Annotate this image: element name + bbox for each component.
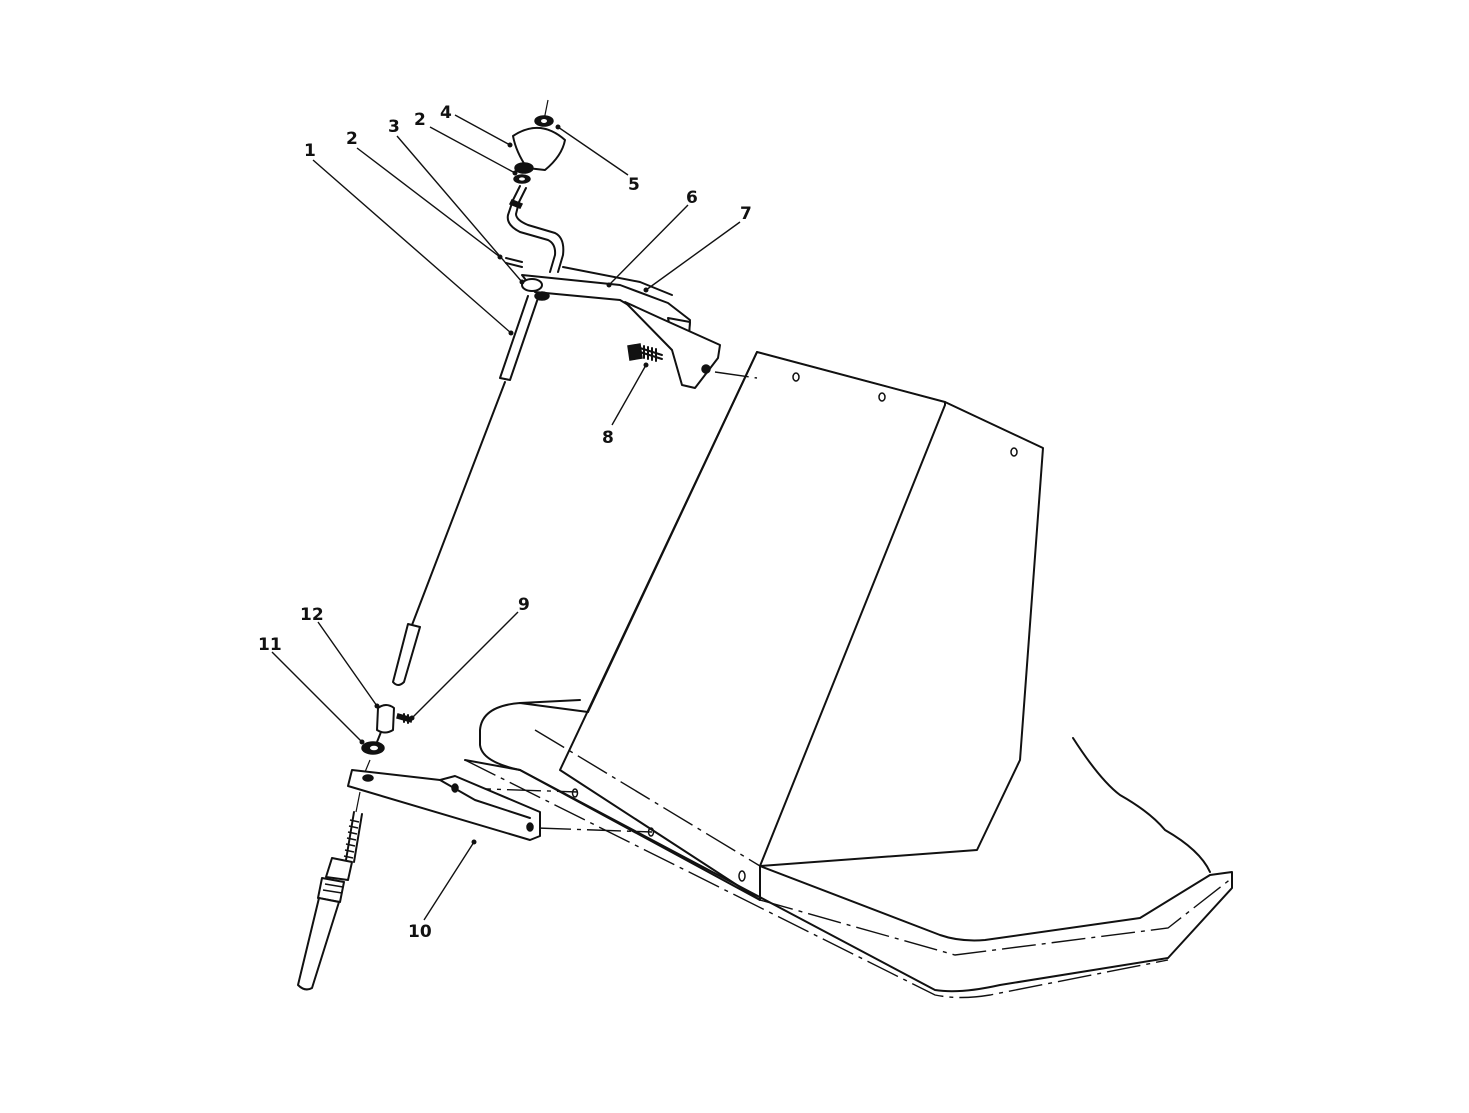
- panel-top-phantom: [944, 401, 1044, 449]
- knob-body: [512, 127, 566, 171]
- leader-3: [396, 135, 523, 283]
- base-hole-2: [647, 827, 655, 837]
- coupler-12: [376, 704, 395, 734]
- base-right-curve: [1072, 737, 1211, 873]
- knob-nut-hole: [541, 119, 547, 123]
- leader-7: [645, 221, 741, 291]
- spindle-thread-lines: [343, 819, 360, 859]
- base-mid-phantom: [759, 877, 1233, 956]
- base-top-edge: [519, 699, 581, 704]
- shift-lever: [506, 185, 565, 273]
- bolt-8-thread: [639, 345, 663, 362]
- lower-bracket-line-2: [536, 827, 653, 833]
- base-left-curve: [479, 702, 761, 901]
- bracket-to-panel-line: [714, 371, 758, 379]
- housing-panel: [456, 351, 1233, 999]
- panel-left-edge: [587, 351, 758, 713]
- bracket-7-top-edge: [562, 266, 673, 296]
- callout-12: 12: [300, 605, 324, 625]
- base-bottom-phantom: [464, 759, 1169, 999]
- leader-4: [454, 114, 511, 146]
- callout-1: 1: [304, 141, 316, 161]
- bolt-8: [627, 343, 663, 362]
- knob-washer-bottom: [514, 162, 534, 174]
- panel-outline: [559, 351, 1044, 901]
- bracket-10-hole-2: [451, 783, 459, 793]
- lower-spindle: [297, 791, 363, 991]
- leader-2b: [429, 126, 516, 174]
- base-inner-phantom: [534, 729, 761, 867]
- panel-hole-3: [1010, 447, 1018, 457]
- pin-3-shape: [505, 257, 523, 268]
- callout-5: 5: [628, 175, 640, 195]
- leader-5: [557, 126, 629, 176]
- leader-8: [611, 364, 647, 426]
- panel-hole-1: [792, 372, 800, 382]
- panel-upper-phantom: [756, 351, 946, 403]
- bracket-10-body: [347, 769, 541, 841]
- spindle-centerline: [355, 791, 361, 813]
- shaft-1: [392, 295, 539, 686]
- lever-collar: [508, 199, 524, 209]
- knob-assembly: [512, 99, 566, 184]
- coupler-assembly: [361, 704, 413, 773]
- callout-6: 6: [686, 188, 698, 208]
- leader-11: [271, 651, 363, 743]
- leader-6: [608, 204, 689, 286]
- pin-9-thread: [403, 713, 409, 724]
- spindle-collar: [325, 857, 353, 881]
- spindle-thread-outline: [345, 811, 363, 863]
- lever-rod-left: [506, 185, 557, 273]
- upper-bracket: [521, 266, 721, 389]
- shaft-1-extension: [411, 381, 506, 626]
- callout-2b: 2: [414, 110, 426, 130]
- spindle-ferrule-lines: [322, 883, 344, 894]
- base-hole-1: [571, 788, 579, 798]
- nut-11-hole: [370, 745, 378, 751]
- leader-2a: [356, 147, 501, 258]
- panel-hole-4: [738, 870, 746, 882]
- lever-rod-right: [515, 187, 565, 273]
- callout-2a: 2: [346, 129, 358, 149]
- lower-bracket-10: [347, 769, 541, 841]
- callout-7: 7: [740, 204, 752, 224]
- nut-centerline: [364, 759, 371, 773]
- callout-9: 9: [518, 595, 530, 615]
- panel-hole-2: [878, 392, 886, 402]
- callout-3: 3: [388, 117, 400, 137]
- clevis-pin-3: [505, 257, 523, 268]
- coupler-link: [376, 731, 382, 743]
- bracket-6-pivot-hole: [521, 278, 543, 292]
- bolt-8-head: [627, 343, 643, 361]
- callout-4: 4: [440, 103, 452, 123]
- leader-10: [423, 841, 475, 921]
- callout-labels: 1 2 2 3 4 5 6 7 8 9 10 11 12: [258, 103, 752, 942]
- leader-lines: [271, 114, 741, 921]
- leader-9: [411, 611, 519, 719]
- callout-11: 11: [258, 635, 282, 655]
- base-lower-edge: [464, 759, 521, 771]
- base-front-edge: [519, 769, 1233, 993]
- spindle-tube: [297, 897, 340, 991]
- leader-12: [317, 621, 378, 707]
- bracket-10-hole-1: [362, 774, 374, 782]
- shaft-1-lower: [392, 623, 421, 686]
- callout-8: 8: [602, 428, 614, 448]
- knob-washer-hole: [519, 177, 525, 181]
- bracket-7-hole: [701, 364, 711, 374]
- leader-1: [312, 159, 512, 334]
- bracket-10-hole-3: [526, 822, 534, 832]
- callout-10: 10: [408, 922, 432, 942]
- shaft-1-upper: [499, 295, 539, 381]
- panel-fold-line: [759, 401, 946, 867]
